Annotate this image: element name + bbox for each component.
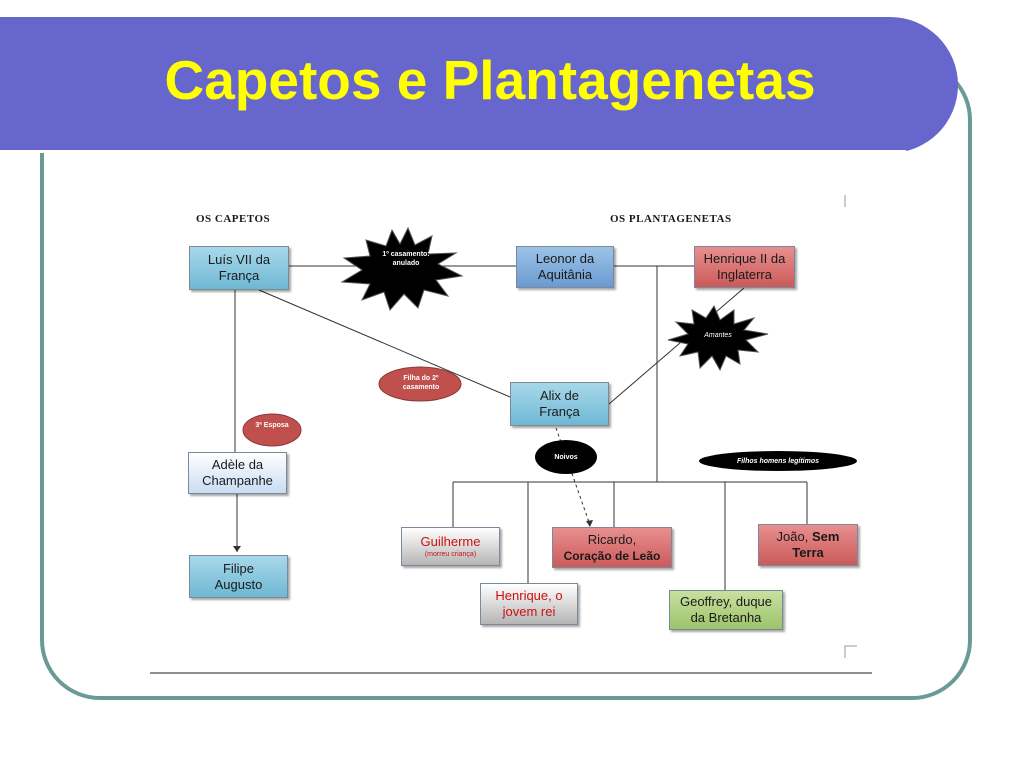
arrowhead-ricardo xyxy=(586,520,593,527)
node-geoffrey: Geoffrey, duque da Bretanha xyxy=(669,590,783,630)
node-henrique-jovem: Henrique, o jovem rei xyxy=(480,583,578,625)
label-filha: Filha do 2º casamento xyxy=(402,375,440,391)
node-adele: Adèle da Champanhe xyxy=(188,452,287,494)
node-geoffrey-label: Geoffrey, duque da Bretanha xyxy=(679,594,773,625)
node-adele-label: Adèle da Champanhe xyxy=(202,457,273,488)
slide-title: Capetos e Plantagenetas xyxy=(164,49,816,111)
node-alix: Alix de França xyxy=(510,382,609,426)
node-joao-line1: João, Sem xyxy=(777,529,840,545)
node-alix-label: Alix de França xyxy=(539,388,580,419)
node-guilherme: Guilherme (morreu criança) xyxy=(401,527,500,566)
arrowhead-filipe xyxy=(233,546,241,552)
filhos-ellipse xyxy=(699,451,857,471)
heading-plantagenetas: OS PLANTAGENETAS xyxy=(610,213,732,225)
node-joao-label: João, xyxy=(776,529,812,544)
node-luis-vii-label: Luís VII da França xyxy=(207,252,271,283)
filha-ellipse xyxy=(378,366,462,402)
esposa-ellipse xyxy=(242,413,302,447)
node-henrique-ii: Henrique II da Inglaterra xyxy=(694,246,795,288)
node-joao-epithet-1: Sem xyxy=(811,529,840,544)
node-luis-vii: Luís VII da França xyxy=(189,246,289,290)
node-leonor-label: Leonor da Aquitânia xyxy=(535,251,595,282)
heading-capetos: OS CAPETOS xyxy=(196,213,271,225)
node-ricardo: Ricardo, Coração de Leão xyxy=(552,527,672,568)
node-henrique-jovem-label: Henrique, o jovem rei xyxy=(495,588,563,619)
crop-mark-bottom xyxy=(844,645,857,658)
node-ricardo-epithet: Coração de Leão xyxy=(563,548,661,563)
label-esposa: 3ª Esposa xyxy=(255,422,289,429)
title-bar xyxy=(0,17,958,153)
starburst-casamento xyxy=(340,226,464,311)
noivos-ellipse xyxy=(535,440,597,474)
line-henrique-alix xyxy=(608,287,745,405)
node-filipe: Filipe Augusto xyxy=(189,555,288,598)
label-noivos: Noivos xyxy=(554,454,578,461)
node-guilherme-note: (morreu criança) xyxy=(424,551,477,558)
node-henrique-ii-label: Henrique II da Inglaterra xyxy=(703,251,786,282)
dashed-line-noivos xyxy=(555,427,591,526)
node-guilherme-label: Guilherme xyxy=(420,534,481,549)
node-joao: João, Sem Terra xyxy=(758,524,858,566)
label-amantes: Amantes xyxy=(704,332,732,339)
label-filhos: Filhos homens legítimos xyxy=(736,458,820,465)
node-joao-epithet-2: Terra xyxy=(792,545,824,560)
title-underline xyxy=(0,150,906,153)
starburst-amantes xyxy=(667,304,769,372)
node-ricardo-label: Ricardo, xyxy=(587,531,637,547)
line-luis-alix xyxy=(258,289,511,398)
label-casamento: 1º casamento: anulado xyxy=(382,251,430,267)
node-filipe-label: Filipe Augusto xyxy=(214,560,263,592)
node-leonor: Leonor da Aquitânia xyxy=(516,246,614,288)
